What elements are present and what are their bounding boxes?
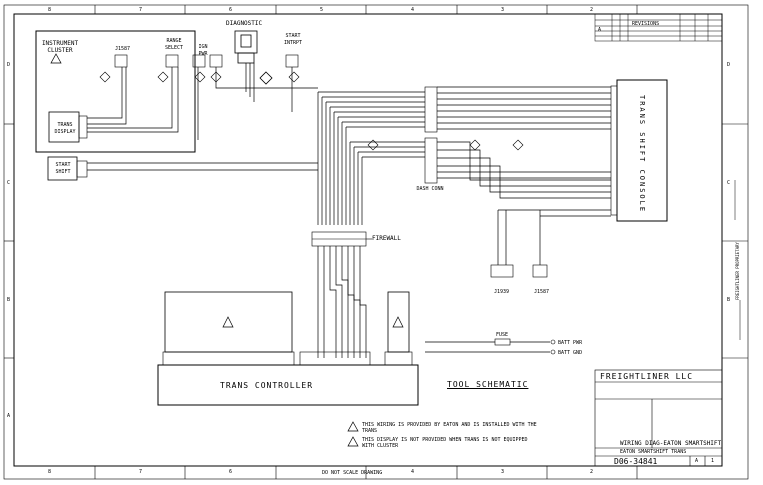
zone-number: 2 bbox=[590, 469, 594, 475]
zone-number: 3 bbox=[501, 469, 505, 475]
zone-number: 8 bbox=[48, 7, 52, 13]
note-1: THIS WIRING IS PROVIDED BY EATON AND IS … bbox=[362, 422, 537, 434]
start-shift-box bbox=[47, 156, 88, 181]
j1587-label: J1587 bbox=[115, 46, 131, 52]
zone-number: 8 bbox=[48, 469, 52, 475]
note-2: THIS DISPLAY IS NOT PROVIDED WHEN TRANS … bbox=[362, 437, 528, 449]
wire-bundle bbox=[87, 63, 611, 265]
drawing-description: WIRING DIAG-EATON SMARTSHIFT bbox=[620, 440, 722, 447]
zone-number: 7 bbox=[139, 469, 143, 475]
zone-letter: B bbox=[727, 297, 731, 303]
warning-icon bbox=[50, 53, 404, 447]
zone-number: 7 bbox=[139, 7, 143, 13]
zone-number: 5 bbox=[320, 7, 324, 13]
controller-harness bbox=[317, 246, 550, 358]
revision-cell: A bbox=[695, 458, 699, 464]
start-shift-label: START SHIFT bbox=[55, 162, 71, 175]
drawing-subtitle: EATON SMARTSHIFT TRANS bbox=[620, 449, 687, 455]
dash-conn-label: DASH CONN bbox=[416, 186, 444, 192]
schematic-title: TOOL SCHEMATIC bbox=[447, 380, 529, 389]
zone-number: 4 bbox=[411, 469, 415, 475]
zone-ticks bbox=[4, 5, 748, 479]
instrument-cluster-box bbox=[35, 30, 196, 153]
zone-letter: D bbox=[7, 62, 11, 68]
batt-pwr-label: BATT PWR bbox=[558, 340, 583, 346]
revision-block bbox=[594, 13, 723, 42]
title-block-frame bbox=[594, 369, 723, 467]
sheet-cell: 1 bbox=[711, 458, 715, 464]
bottom-note: DO NOT SCALE DRAWING bbox=[322, 470, 383, 476]
revision-letter: A bbox=[598, 27, 602, 33]
trans-display-label: TRANS DISPLAY bbox=[54, 122, 76, 135]
firewall-splice bbox=[311, 231, 372, 247]
inline-connectors bbox=[114, 54, 548, 278]
drawing-number: D06-34841 bbox=[614, 457, 658, 466]
zone-number: 2 bbox=[590, 7, 594, 13]
zone-number: 6 bbox=[229, 7, 233, 13]
fuse-label: FUSE bbox=[496, 332, 509, 338]
ign-pwr-label: IGN PWR bbox=[198, 44, 208, 57]
trans-controller-label: TRANS CONTROLLER bbox=[220, 381, 314, 390]
start-interrupt-label: START INTRPT bbox=[283, 33, 303, 46]
diagnostic-connector bbox=[234, 30, 273, 85]
batt-pwr-terminal bbox=[550, 339, 556, 345]
zone-letter: C bbox=[7, 180, 11, 186]
j1939-label: J1939 bbox=[494, 289, 510, 295]
side-text: FREIGHTLINER PROPRIETARY bbox=[735, 242, 740, 300]
firewall-label: FIREWALL bbox=[372, 235, 401, 242]
fuse-box bbox=[494, 338, 511, 346]
trans-shift-console-box bbox=[610, 79, 668, 222]
trans-controller-body bbox=[157, 291, 419, 406]
j1587-lower-label: J1587 bbox=[534, 289, 550, 295]
trans-shift-console-label: TRANS SHIFT CONSOLE bbox=[638, 95, 646, 214]
diagnostic-label: DIAGNOSTIC bbox=[226, 20, 263, 27]
company-name: FREIGHTLINER LLC bbox=[600, 372, 694, 381]
drawing-frame bbox=[3, 4, 749, 480]
revision-header: REVISIONS bbox=[632, 21, 660, 27]
zone-number: 3 bbox=[501, 7, 505, 13]
batt-gnd-terminal bbox=[550, 349, 556, 355]
zone-letter: D bbox=[727, 62, 731, 68]
instrument-cluster-label: INSTRUMENT CLUSTER bbox=[41, 40, 79, 54]
side-marks bbox=[734, 180, 741, 340]
zone-letter: B bbox=[7, 297, 11, 303]
zone-letter: C bbox=[727, 180, 731, 186]
range-select-label: RANGE SELECT bbox=[164, 38, 184, 51]
batt-gnd-label: BATT GND bbox=[558, 350, 583, 356]
zone-letter: A bbox=[7, 413, 11, 419]
zone-number: 6 bbox=[229, 469, 233, 475]
zone-number: 4 bbox=[411, 7, 415, 13]
